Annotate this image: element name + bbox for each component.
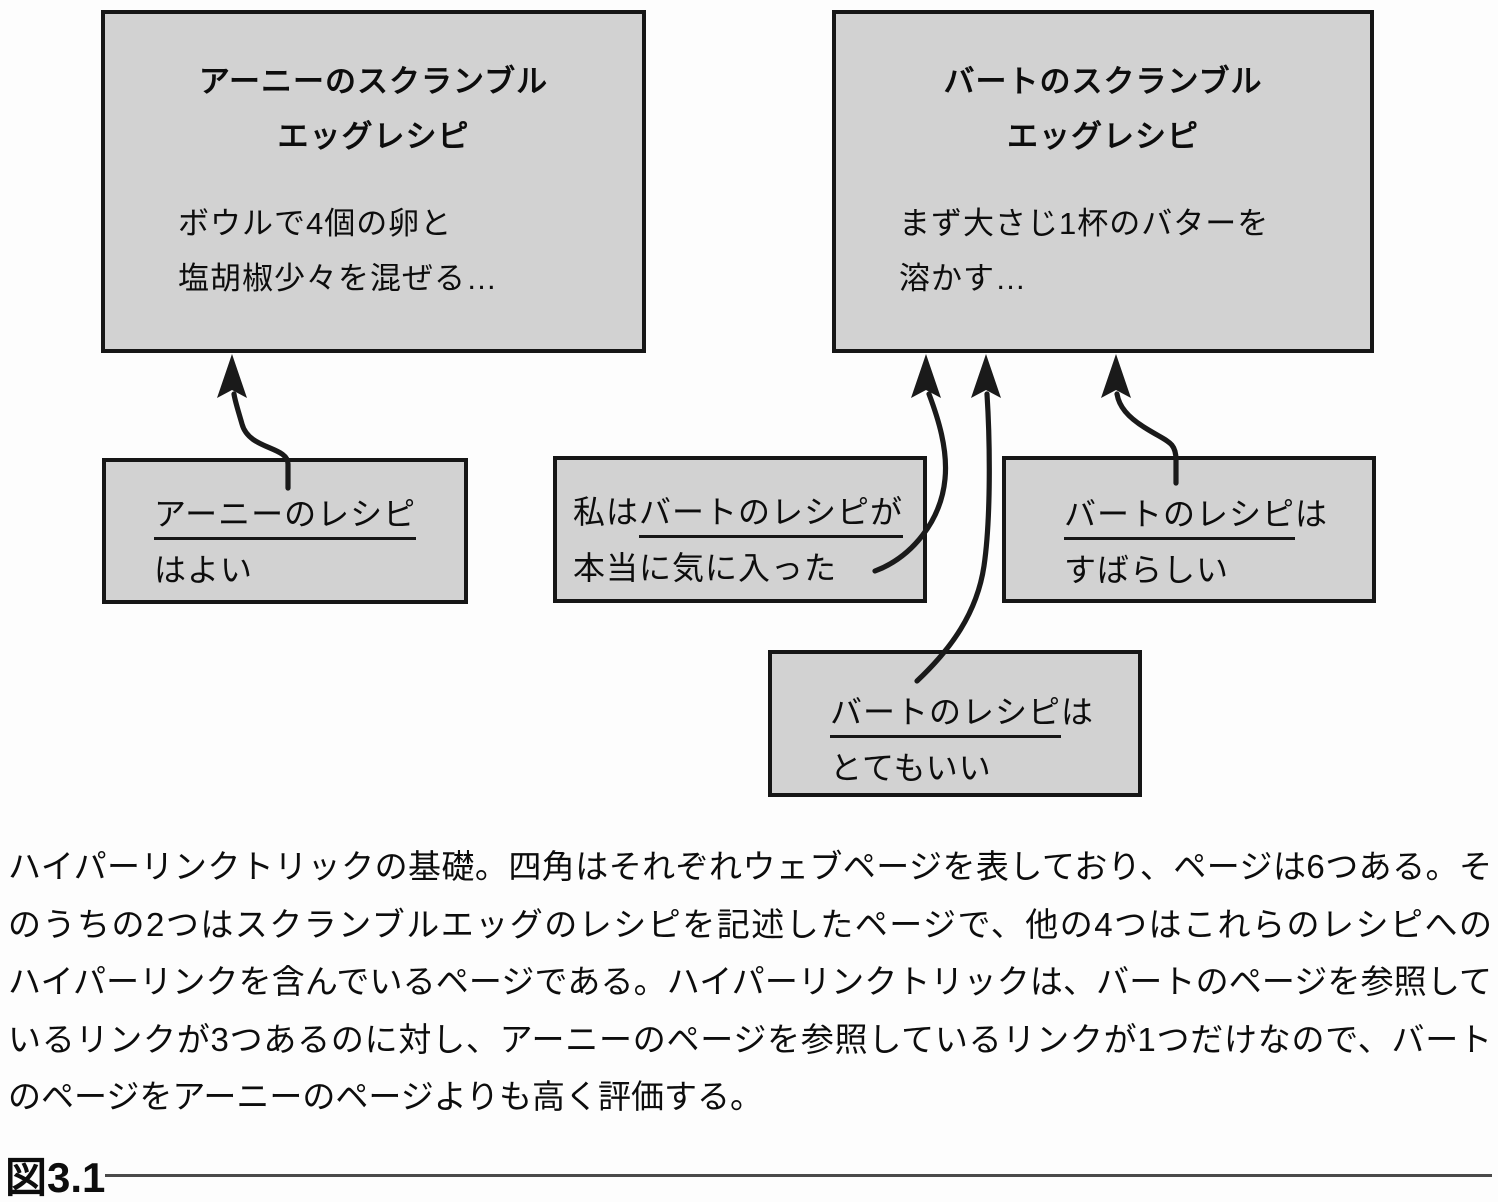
caption-line: のページをアーニーのページよりも高く評価する。 xyxy=(8,1078,764,1115)
link-text-line2: 本当に気に入った xyxy=(573,550,838,586)
figure-rule xyxy=(105,1174,1492,1177)
link-page-ernie-is-good: アーニーのレシピ はよい xyxy=(102,458,468,604)
hyperlink-underline-bert-very-good: バートのレシピ xyxy=(830,694,1062,738)
arrow-bert-very-good-head xyxy=(971,354,1001,398)
bert-recipe-body: まず大さじ1杯のバターを 溶かす… xyxy=(899,206,1270,296)
hyperlink-trick-diagram: アーニーのスクランブル エッグレシピ ボウルで4個の卵と 塩胡椒少々を混ぜる… … xyxy=(101,10,1376,797)
bert-recipe-page-box: バートのスクランブル エッグレシピ まず大さじ1杯のバターを 溶かす… xyxy=(832,10,1374,353)
link-text-line2: とてもいい xyxy=(830,750,992,786)
ernie-recipe-page-box: アーニーのスクランブル エッグレシピ ボウルで4個の卵と 塩胡椒少々を混ぜる… xyxy=(101,10,646,353)
caption-line: ハイパーリンクを含んでいるページである。ハイパーリンクトリックは、バートのページ… xyxy=(8,963,1492,1000)
ernie-recipe-title: アーニーのスクランブル エッグレシピ xyxy=(198,64,549,154)
link-page-text: バートのレシピは すばらしい xyxy=(1006,460,1372,598)
link-text-line2: はよい xyxy=(154,552,254,588)
link-page-bert-is-wonderful: バートのレシピは すばらしい xyxy=(1002,456,1376,603)
ernie-recipe-body: ボウルで4個の卵と 塩胡椒少々を混ぜる… xyxy=(178,206,498,296)
link-page-really-liked-bert: 私はバートのレシピが 本当に気に入った xyxy=(553,456,927,603)
caption-line: ハイパーリンクトリックの基礎。四角はそれぞれウェブページを表しており、ページは6… xyxy=(8,848,1492,885)
hyperlink-underline-bert-wonderful: バートのレシピ xyxy=(1064,496,1296,540)
caption-line: いるリンクが3つあるのに対し、アーニーのページを参照しているリンクが1つだけなの… xyxy=(8,1020,1492,1058)
arrow-bert-wonderful-head xyxy=(1101,354,1131,398)
link-page-bert-is-very-good: バートのレシピは とてもいい xyxy=(768,650,1142,797)
figure-label: 図3.1 xyxy=(5,1154,106,1201)
link-page-text: 私はバートのレシピが 本当に気に入った xyxy=(557,460,923,596)
arrow-liked-bert-head xyxy=(911,354,941,398)
figure-caption: ハイパーリンクトリックの基礎。四角はそれぞれウェブページを表しており、ページは6… xyxy=(8,838,1492,1126)
arrow-bert-very-good-shaft xyxy=(914,391,992,684)
link-text-pre: 私は xyxy=(573,494,640,530)
arrow-to-ernie-head xyxy=(217,354,247,398)
hyperlink-underline-bert-liked: バートのレシピが xyxy=(639,494,904,538)
link-text-post: は xyxy=(1061,694,1095,730)
link-page-text: バートのレシピは とてもいい xyxy=(772,654,1138,796)
hyperlink-underline-ernie: アーニーのレシピ xyxy=(154,496,417,540)
link-text-post: は xyxy=(1295,496,1329,532)
link-page-text: アーニーのレシピ はよい xyxy=(106,462,464,598)
figure-label-row: 図3.1 xyxy=(5,1144,1492,1202)
bert-recipe-title: バートのスクランブル エッグレシピ xyxy=(943,64,1263,154)
caption-line: のうちの2つはスクランブルエッグのレシピを記述したページで、他の4つはこれらのレ… xyxy=(8,905,1492,943)
link-text-line2: すばらしい xyxy=(1064,552,1230,588)
